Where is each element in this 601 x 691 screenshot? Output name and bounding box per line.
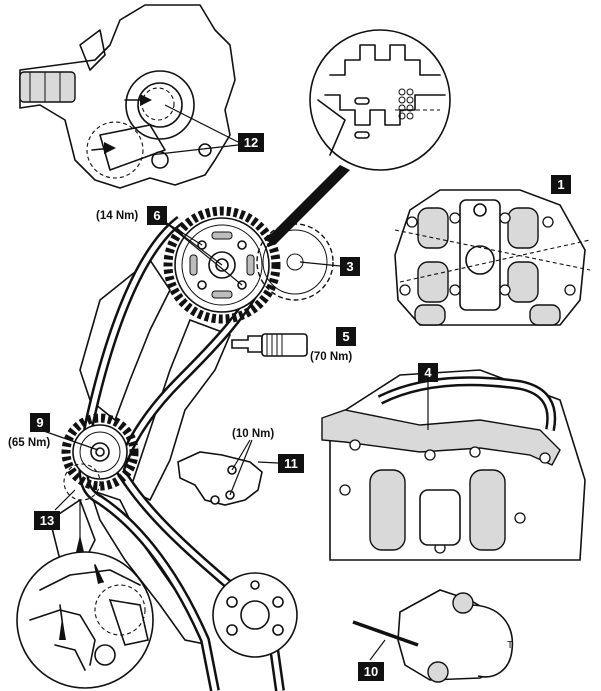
callout-3: 3 xyxy=(299,257,360,276)
svg-text:T: T xyxy=(507,640,513,651)
callout-9: 9 xyxy=(30,413,99,451)
chain-tensioner xyxy=(231,333,308,357)
upper-chain-guide xyxy=(321,369,586,561)
oil-pump-sprocket xyxy=(212,572,298,658)
callout-1: 1 xyxy=(551,175,571,194)
callout-4: 4 xyxy=(418,363,438,430)
torque-label-5: (70 Nm) xyxy=(310,351,352,363)
callout-6: 6 xyxy=(147,206,243,286)
svg-text:4: 4 xyxy=(424,365,432,380)
callout-13: 13 xyxy=(34,489,76,530)
svg-text:1: 1 xyxy=(557,177,564,192)
torque-label-6: (14 Nm) xyxy=(96,210,138,222)
crankshaft-sprocket xyxy=(61,413,139,501)
chain-tensioner-pin: T xyxy=(352,589,514,683)
callout-12: 12 xyxy=(238,133,264,152)
sprocket-tooth-detail xyxy=(265,29,451,245)
svg-text:3: 3 xyxy=(346,259,353,274)
crank-mark-detail xyxy=(16,500,154,689)
camshaft-end-detail xyxy=(19,4,239,189)
svg-text:10: 10 xyxy=(364,664,378,679)
callout-10: 10 xyxy=(358,639,386,681)
torque-label-11: (10 Nm) xyxy=(232,428,274,440)
svg-text:11: 11 xyxy=(284,456,298,471)
guide-bracket xyxy=(177,439,263,506)
svg-text:13: 13 xyxy=(40,513,54,528)
callout-5: 5 xyxy=(336,327,356,346)
svg-text:12: 12 xyxy=(244,135,258,150)
camshaft-bearing-caps xyxy=(394,189,591,326)
svg-text:9: 9 xyxy=(36,415,43,430)
svg-text:5: 5 xyxy=(342,329,349,344)
svg-text:6: 6 xyxy=(153,208,160,223)
chain-guides xyxy=(49,258,232,647)
callout-11: 11 xyxy=(257,454,304,473)
torque-label-9: (65 Nm) xyxy=(8,437,50,449)
